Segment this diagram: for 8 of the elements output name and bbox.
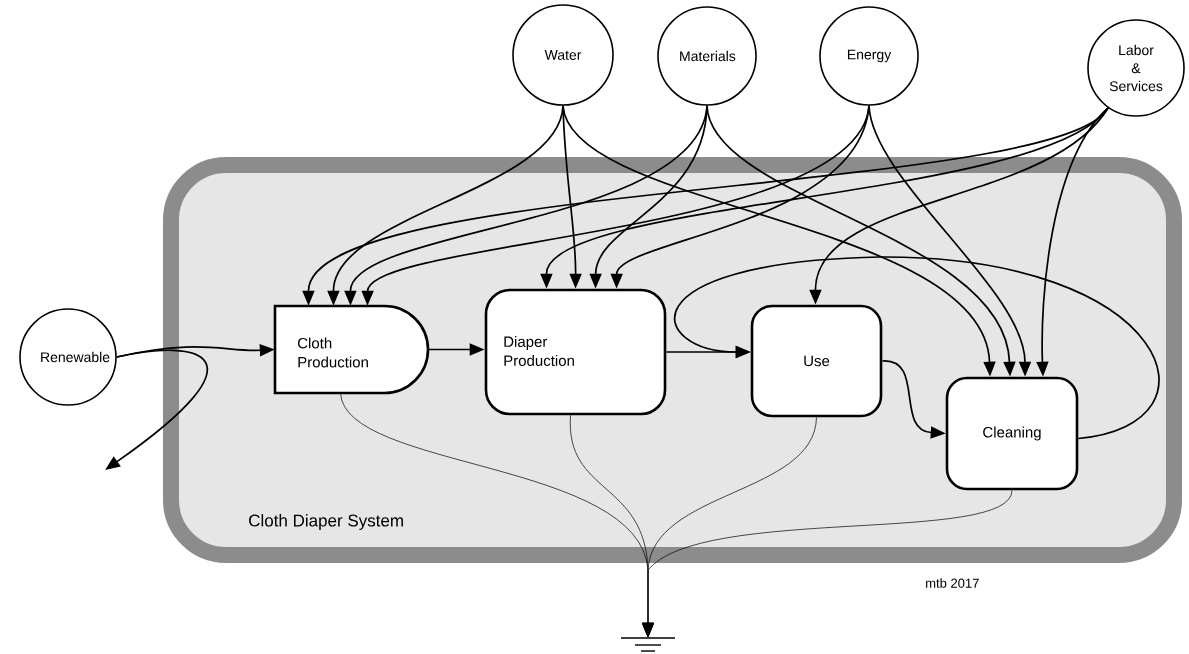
production-box: Cloth Production [273,304,430,395]
arrow [673,256,1160,440]
process-box: Diaper Production [484,288,667,416]
process-box: Cleaning [945,376,1079,491]
process-box: Use [750,304,883,418]
credit-note: mtb 2017 [926,578,979,588]
ground-symbol [620,637,676,652]
arrow [642,489,1013,638]
